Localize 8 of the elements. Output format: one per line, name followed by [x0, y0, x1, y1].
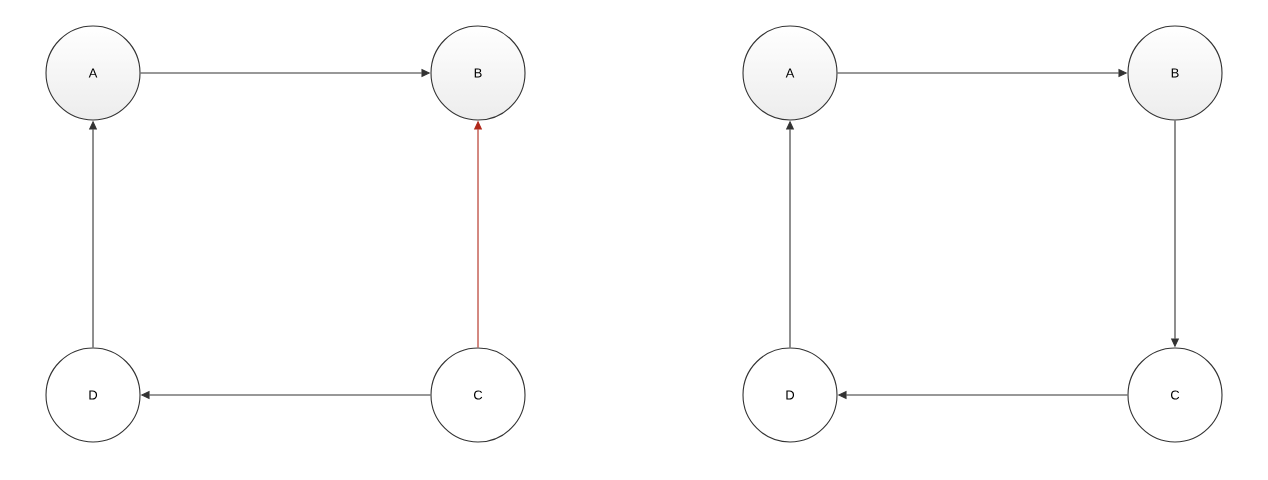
circle-node: B: [1127, 25, 1223, 121]
circle-node: B: [430, 25, 526, 121]
circle-node: C: [1127, 347, 1223, 443]
circle-node: D: [45, 347, 141, 443]
circle-node: D: [742, 347, 838, 443]
circle-node: A: [45, 25, 141, 121]
circle-node: A: [742, 25, 838, 121]
circle-node: C: [430, 347, 526, 443]
